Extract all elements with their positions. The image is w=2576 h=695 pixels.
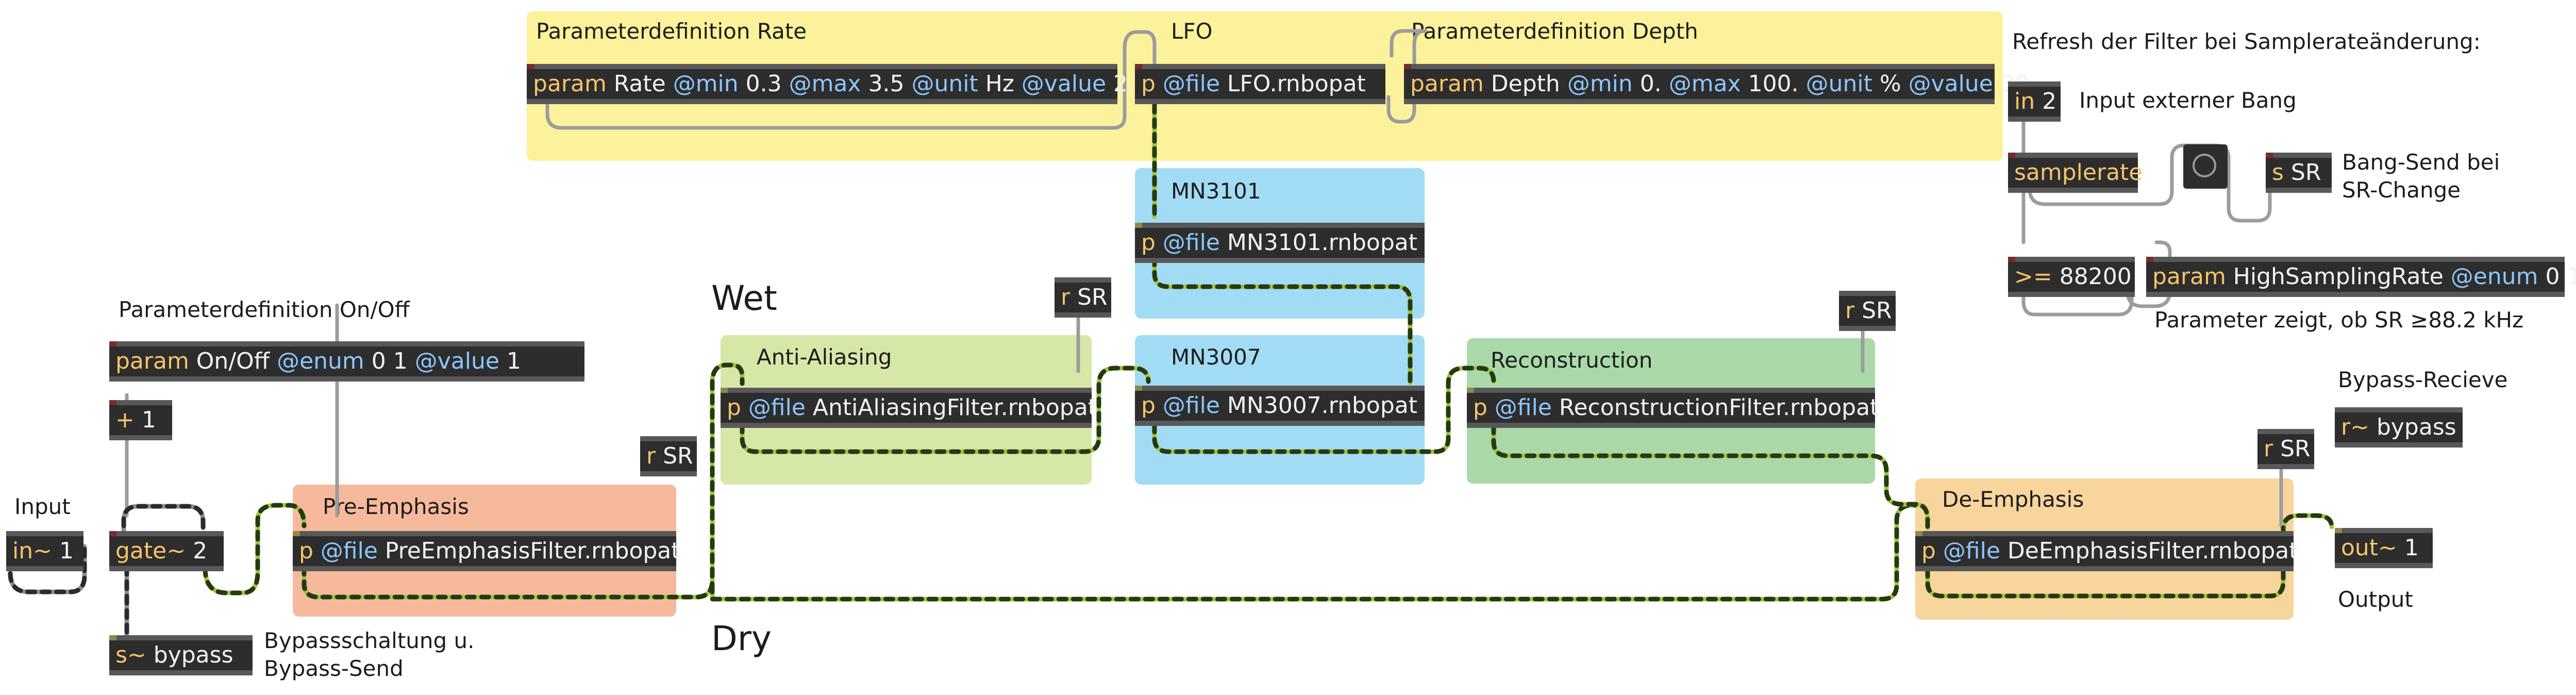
bypass-note-comment-2: Bypass-Send <box>264 656 404 681</box>
lfo-subpatcher-object[interactable]: p @file LFO.rnbopat <box>1135 64 1385 104</box>
dry-label: Dry <box>711 619 772 658</box>
mn3101-subpatcher-object[interactable]: p @file MN3101.rnbopat <box>1135 223 1425 263</box>
in-2-object[interactable]: in 2 <box>2008 81 2061 122</box>
panel-title-lfo: LFO <box>1171 19 1213 44</box>
param-high-sampling-rate-object[interactable]: param HighSamplingRate @enum 0 1 <box>2146 257 2576 297</box>
anti-aliasing-subpatcher-object[interactable]: p @file AntiAliasingFilter.rnbopat <box>721 388 1097 428</box>
r-sr-object-antialiasing[interactable]: r SR <box>1055 277 1111 318</box>
param-note-comment: Parameter zeigt, ob SR ≥88.2 kHz <box>2154 307 2524 333</box>
bypass-note-comment-1: Bypassschaltung u. <box>264 628 475 653</box>
panel-title-de-emphasis: De-Emphasis <box>1942 487 2084 512</box>
param-onoff-object[interactable]: param On/Off @enum 0 1 @value 1 <box>109 341 584 382</box>
bang-send-comment-2: SR-Change <box>2342 177 2461 203</box>
pre-emphasis-subpatcher-object[interactable]: p @file PreEmphasisFilter.rnbopat <box>293 531 680 571</box>
bang-button[interactable] <box>2183 144 2228 189</box>
param-rate-object[interactable]: param Rate @min 0.3 @max 3.5 @unit Hz @v… <box>527 64 1149 104</box>
r-sr-object-preemphasis[interactable]: r SR <box>640 436 697 476</box>
s-bypass-object[interactable]: s~ bypass <box>109 635 253 675</box>
bang-send-comment-1: Bang-Send bei <box>2342 150 2500 175</box>
plus-one-object[interactable]: + 1 <box>109 400 172 440</box>
samplerate-object[interactable]: samplerate <box>2008 153 2143 193</box>
bang-indicator-icon <box>2193 154 2216 177</box>
reconstruction-subpatcher-object[interactable]: p @file ReconstructionFilter.rnbopat <box>1467 388 1879 428</box>
panel-title-mn3101: MN3101 <box>1171 178 1261 204</box>
panel-title-rate: Parameterdefinition Rate <box>536 19 807 44</box>
out-1-object[interactable]: out~ 1 <box>2335 528 2433 568</box>
mn3007-subpatcher-object[interactable]: p @file MN3007.rnbopat <box>1135 386 1425 426</box>
signal-cords <box>8 103 2334 637</box>
refresh-title-comment: Refresh der Filter bei Samplerateänderun… <box>2012 29 2481 54</box>
de-emphasis-subpatcher-object[interactable]: p @file DeEmphasisFilter.rnbopat <box>1915 531 2298 571</box>
input-bang-comment: Input externer Bang <box>2079 88 2297 113</box>
panel-title-reconstruction: Reconstruction <box>1491 348 1653 373</box>
wet-label: Wet <box>711 278 777 318</box>
in-1-object[interactable]: in~ 1 <box>6 531 83 571</box>
panel-title-mn3007: MN3007 <box>1171 344 1261 370</box>
s-sr-object[interactable]: s SR <box>2266 153 2332 193</box>
param-depth-object[interactable]: param Depth @min 0. @max 100. @unit % @v… <box>1404 64 2029 104</box>
bypass-receive-comment: Bypass-Recieve <box>2338 367 2508 392</box>
output-comment: Output <box>2338 587 2413 612</box>
panel-title-depth: Parameterdefinition Depth <box>1411 19 1698 44</box>
gate-2-object[interactable]: gate~ 2 <box>109 531 224 571</box>
input-comment: Input <box>14 494 71 519</box>
ge-88200-object[interactable]: >= 88200 <box>2008 257 2135 297</box>
r-sr-object-reconstruction[interactable]: r SR <box>1839 291 1896 331</box>
panel-title-anti-aliasing: Anti-Aliasing <box>757 344 892 370</box>
r-sr-object-deemphasis[interactable]: r SR <box>2257 429 2314 469</box>
r-bypass-object[interactable]: r~ bypass <box>2335 407 2463 448</box>
panel-title-pre-emphasis: Pre-Emphasis <box>323 494 469 519</box>
onoff-title-comment: Parameterdefinition On/Off <box>119 297 410 322</box>
